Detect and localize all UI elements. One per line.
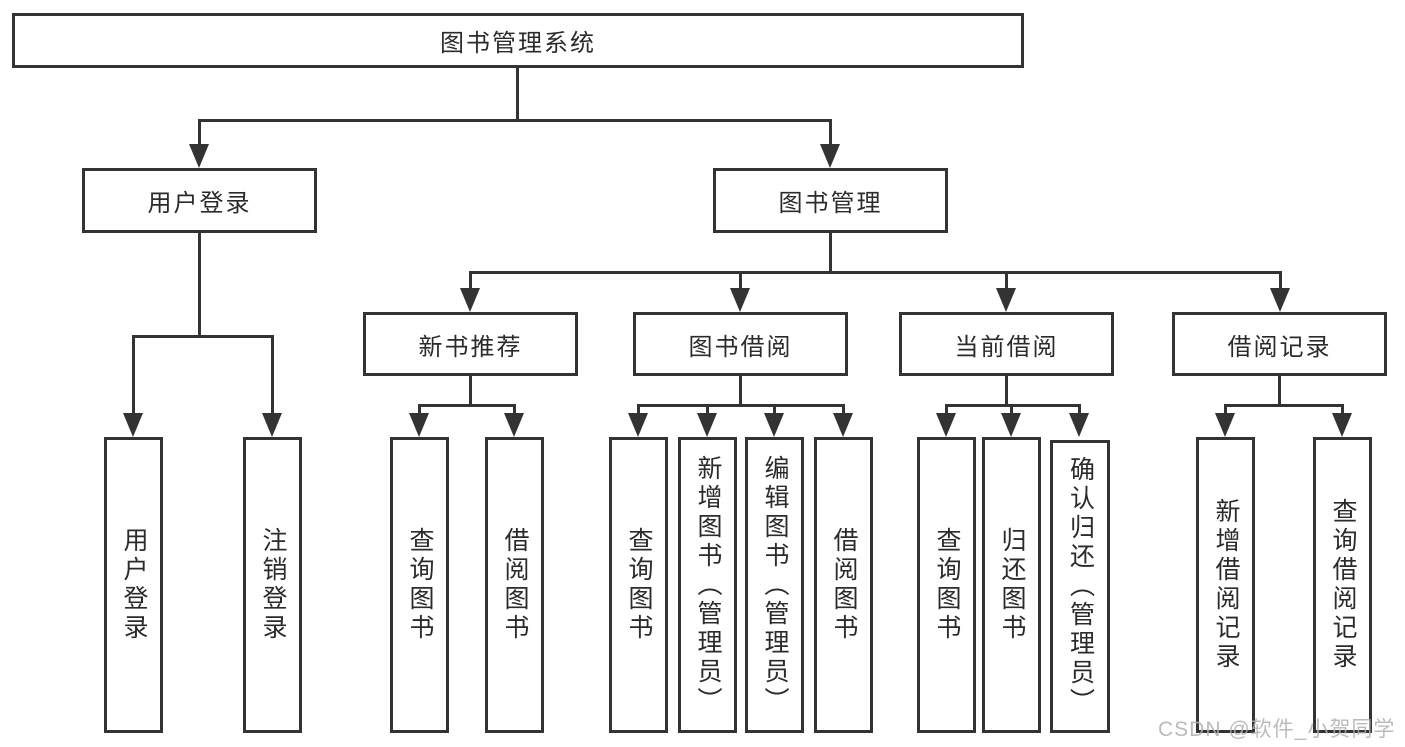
connector-line — [829, 232, 832, 274]
node-borrow-records: 借阅记录 — [1172, 312, 1387, 376]
leaf-label: 确认归还（管理员） — [1066, 456, 1095, 717]
leaf-logout: 注销登录 — [243, 437, 302, 733]
leaf-query-borrow-record: 查询借阅记录 — [1313, 437, 1372, 733]
connector-line — [829, 119, 832, 149]
connector-line — [418, 404, 516, 407]
arrow-down-icon — [1001, 413, 1021, 437]
csdn-watermark: CSDN @软件_小贺同学 — [1158, 718, 1396, 741]
arrow-down-icon — [262, 413, 282, 437]
arrow-down-icon — [764, 413, 784, 437]
leaf-label: 借阅图书 — [501, 527, 529, 643]
connector-line — [132, 335, 135, 415]
arrow-down-icon — [460, 288, 480, 312]
connector-line — [1078, 404, 1081, 418]
connector-line — [739, 271, 742, 291]
arrow-down-icon — [730, 288, 750, 312]
arrow-down-icon — [996, 288, 1016, 312]
connector-line — [945, 404, 1081, 407]
arrow-down-icon — [189, 144, 209, 168]
connector-line — [1279, 271, 1282, 291]
connector-line — [516, 65, 519, 122]
connector-line — [271, 335, 274, 415]
leaf-add-borrow-record: 新增借阅记录 — [1196, 437, 1255, 733]
connector-line — [1341, 404, 1344, 418]
arrow-down-icon — [833, 413, 853, 437]
leaf-label: 用户登录 — [120, 527, 148, 643]
leaf-borrow-book: 借阅图书 — [814, 437, 873, 733]
connector-line — [637, 404, 640, 418]
node-user-login: 用户登录 — [82, 168, 317, 233]
leaf-label: 注销登录 — [259, 527, 287, 643]
arrow-down-icon — [628, 413, 648, 437]
leaf-recommend-borrow-book: 借阅图书 — [485, 437, 544, 733]
connector-line — [739, 374, 742, 407]
connector-line — [469, 374, 472, 407]
connector-line — [706, 404, 709, 418]
leaf-label: 新增图书（管理员） — [694, 454, 722, 716]
connector-line — [469, 271, 472, 291]
connector-line — [198, 232, 201, 338]
leaf-label: 查询图书 — [625, 527, 653, 643]
connector-line — [418, 404, 421, 418]
leaf-confirm-return-admin: 确认归还（管理员） — [1050, 440, 1110, 733]
leaf-label: 查询借阅记录 — [1329, 498, 1357, 672]
arrow-down-icon — [123, 413, 143, 437]
node-book-management: 图书管理 — [713, 168, 948, 233]
connector-line — [469, 271, 1282, 274]
leaf-label: 查询图书 — [406, 527, 434, 643]
connector-line — [198, 119, 832, 122]
connector-line — [132, 335, 274, 338]
arrow-down-icon — [936, 413, 956, 437]
leaf-user-login: 用户登录 — [104, 437, 163, 733]
connector-line — [1224, 404, 1344, 407]
leaf-current-query-book: 查询图书 — [917, 437, 976, 733]
arrow-down-icon — [1215, 413, 1235, 437]
leaf-add-book-admin: 新增图书（管理员） — [678, 437, 737, 733]
connector-line — [1005, 374, 1008, 407]
arrow-down-icon — [1270, 288, 1290, 312]
connector-line — [637, 404, 845, 407]
arrow-down-icon — [820, 144, 840, 168]
arrow-down-icon — [504, 413, 524, 437]
node-current-borrow: 当前借阅 — [899, 312, 1114, 376]
leaf-label: 查询图书 — [933, 527, 961, 643]
arrow-down-icon — [1069, 413, 1089, 437]
connector-line — [1010, 404, 1013, 418]
leaf-label: 借阅图书 — [830, 527, 858, 643]
connector-line — [1278, 374, 1281, 407]
node-library-management-system: 图书管理系统 — [12, 13, 1024, 68]
connector-line — [945, 404, 948, 418]
leaf-label: 编辑图书（管理员） — [761, 454, 789, 716]
leaf-label: 新增借阅记录 — [1212, 498, 1240, 672]
leaf-return-book: 归还图书 — [982, 437, 1041, 733]
arrow-down-icon — [697, 413, 717, 437]
arrow-down-icon — [1332, 413, 1352, 437]
leaf-recommend-query-book: 查询图书 — [390, 437, 449, 733]
connector-line — [842, 404, 845, 418]
arrow-down-icon — [409, 413, 429, 437]
node-new-book-recommend: 新书推荐 — [363, 312, 578, 376]
node-book-borrow: 图书借阅 — [633, 312, 848, 376]
connector-line — [198, 119, 201, 149]
connector-line — [1005, 271, 1008, 291]
connector-line — [1224, 404, 1227, 418]
leaf-borrow-query-book: 查询图书 — [609, 437, 668, 733]
leaf-edit-book-admin: 编辑图书（管理员） — [745, 437, 804, 733]
connector-line — [773, 404, 776, 418]
leaf-label: 归还图书 — [998, 527, 1026, 643]
connector-line — [513, 404, 516, 418]
